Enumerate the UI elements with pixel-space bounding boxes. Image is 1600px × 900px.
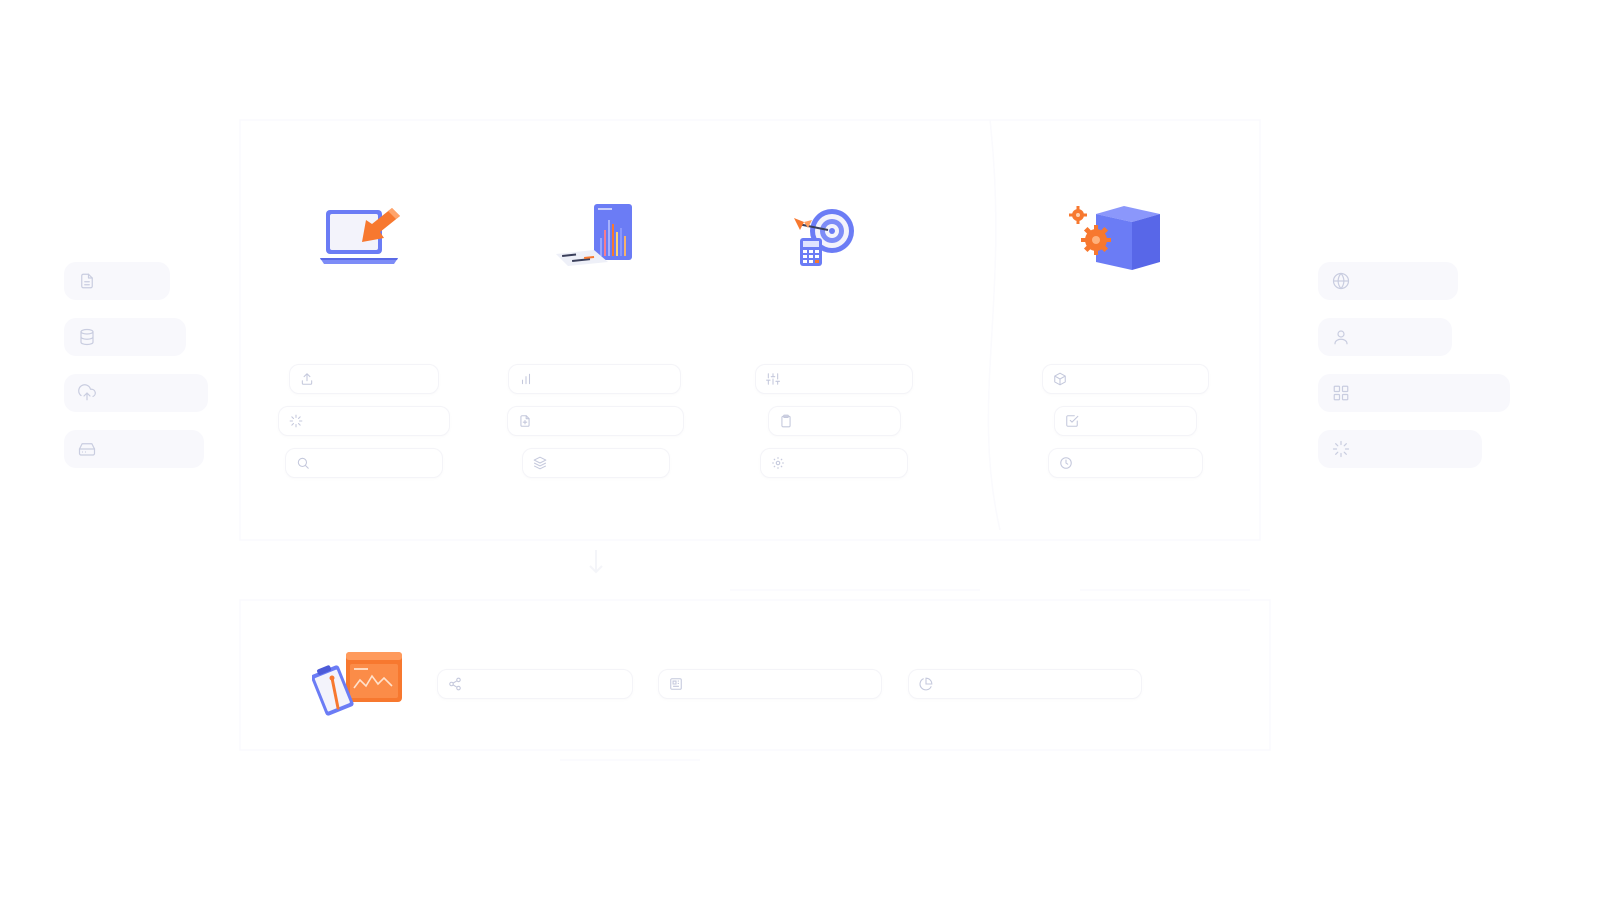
stage-chip[interactable] xyxy=(768,406,901,436)
cube-gears-illustration xyxy=(1069,206,1160,270)
stage-chip[interactable] xyxy=(1042,364,1209,394)
share-icon xyxy=(449,677,461,691)
clock-icon xyxy=(1060,457,1072,469)
stage-chip[interactable] xyxy=(760,448,908,478)
layers-icon xyxy=(533,456,547,470)
user-icon xyxy=(1334,330,1348,345)
upload-icon xyxy=(301,373,313,385)
connector-label xyxy=(582,548,610,581)
clipboard-dashboard-illustration xyxy=(312,652,402,716)
file-icon xyxy=(81,273,93,289)
source-item-database[interactable] xyxy=(64,318,186,356)
cloud-upload-icon xyxy=(78,384,96,401)
database-icon xyxy=(80,328,94,346)
bottom-chip[interactable] xyxy=(658,669,882,699)
destination-item-apps[interactable] xyxy=(1318,374,1510,412)
stage-chip[interactable] xyxy=(278,406,450,436)
stage-chip[interactable] xyxy=(1054,406,1197,436)
source-item-file[interactable] xyxy=(64,262,170,300)
file-plus-icon xyxy=(520,415,530,427)
layout-icon xyxy=(670,678,682,690)
stage-chip[interactable] xyxy=(522,448,670,478)
pie-chart-icon xyxy=(919,677,933,691)
bottom-chip[interactable] xyxy=(908,669,1142,699)
grid-icon xyxy=(1333,385,1349,401)
box-icon xyxy=(1054,372,1066,386)
stage-chip[interactable] xyxy=(1048,448,1203,478)
stage-chip[interactable] xyxy=(285,448,443,478)
source-item-drive[interactable] xyxy=(64,430,204,468)
source-item-cloud[interactable] xyxy=(64,374,208,412)
stage-chip[interactable] xyxy=(508,364,681,394)
globe-icon xyxy=(1332,272,1350,290)
laptop-arrow-illustration xyxy=(320,208,400,264)
target-calculator-illustration xyxy=(794,209,854,266)
clipboard-icon xyxy=(781,414,791,428)
search-icon xyxy=(297,457,309,469)
hard-drive-icon xyxy=(78,443,96,456)
check-square-icon xyxy=(1066,415,1079,427)
connector-arrow-icon xyxy=(589,550,603,574)
bottom-chip[interactable] xyxy=(437,669,633,699)
stage-chip[interactable] xyxy=(289,364,439,394)
stage-chip[interactable] xyxy=(507,406,684,436)
destination-item-web[interactable] xyxy=(1318,262,1458,300)
destination-item-user[interactable] xyxy=(1318,318,1452,356)
destination-item-loader[interactable] xyxy=(1318,430,1482,468)
bar-chart-illustration xyxy=(556,204,632,266)
stage-chip[interactable] xyxy=(755,364,913,394)
bar-chart-icon xyxy=(521,373,531,385)
loader-icon xyxy=(289,414,303,428)
settings-icon xyxy=(772,457,784,469)
loader-icon xyxy=(1332,440,1350,458)
sliders-icon xyxy=(766,373,780,385)
